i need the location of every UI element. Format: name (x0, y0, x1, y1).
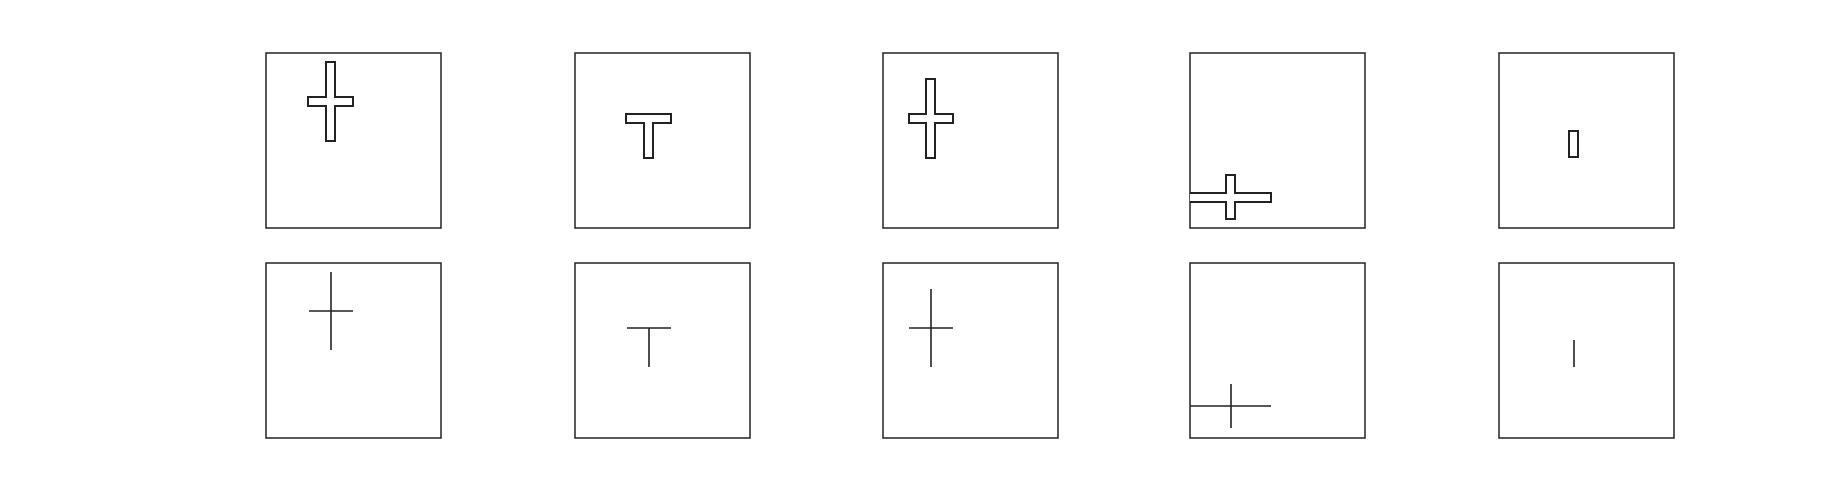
panel-frame (574, 52, 751, 229)
skeleton-panel-4 (1189, 262, 1366, 439)
panel-frame (574, 262, 751, 439)
skeleton-row (265, 262, 1675, 439)
outline-panel-5 (1498, 52, 1675, 229)
panel-frame (882, 52, 1059, 229)
outline-panel-4 (1189, 52, 1366, 229)
outline-row (265, 52, 1675, 229)
cross-outline (1190, 174, 1272, 220)
panel-frame (1498, 52, 1675, 229)
bar-outline (1568, 130, 1579, 158)
skeleton-panel-5 (1498, 262, 1675, 439)
panel-frame (1189, 262, 1366, 439)
skeleton-panel-1 (265, 262, 442, 439)
panel-frame (1498, 262, 1675, 439)
panel-frame (265, 262, 442, 439)
outline-panel-3 (882, 52, 1059, 229)
skeleton-panel-3 (882, 262, 1059, 439)
outline-panel-1 (265, 52, 442, 229)
cross-outline (908, 78, 954, 159)
panel-frame (265, 52, 442, 229)
cross-outline (307, 61, 354, 142)
outline-panel-2 (574, 52, 751, 229)
t-shape-outline (625, 113, 672, 159)
panel-frame (882, 262, 1059, 439)
skeleton-panel-2 (574, 262, 751, 439)
